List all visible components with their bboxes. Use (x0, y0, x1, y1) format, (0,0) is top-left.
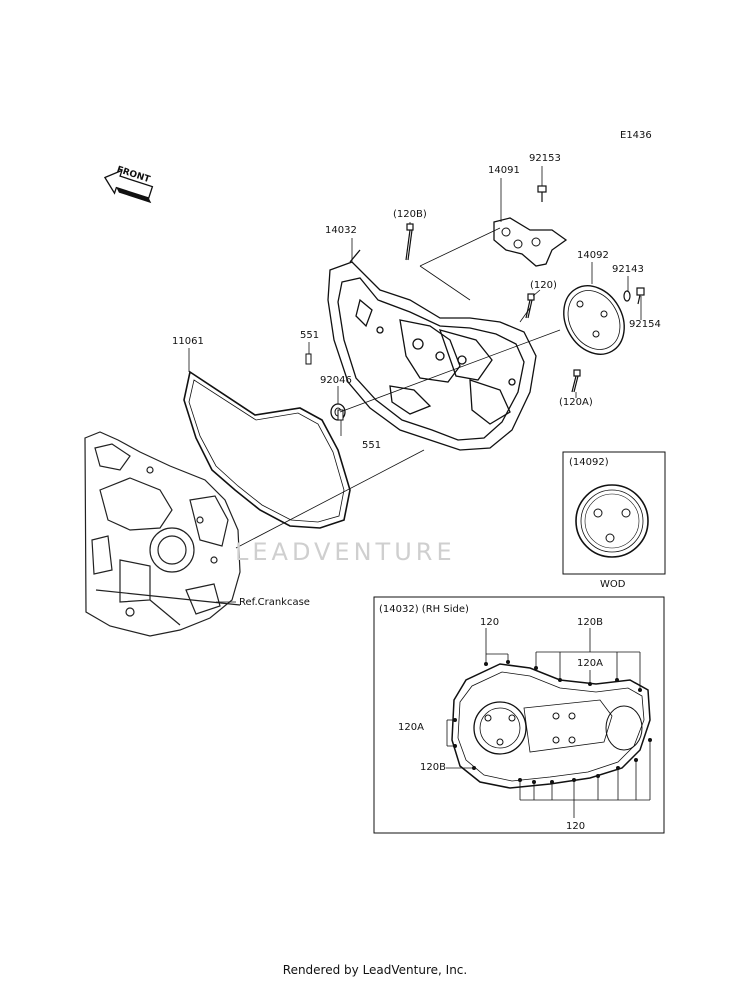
callout-92046: 92046 (320, 375, 352, 386)
callout-14032: 14032 (325, 225, 357, 236)
bolt-92154 (636, 287, 645, 305)
plate-14091 (493, 217, 568, 267)
bolt-120A (571, 369, 581, 393)
bolt-92153 (537, 185, 547, 202)
ref-crankcase-label: Ref.Crankcase (239, 597, 310, 608)
callout-120: (120) (530, 280, 557, 291)
leader-lines (188, 166, 642, 603)
callout-92143: 92143 (612, 264, 644, 275)
inset-wod-caption: WOD (600, 579, 626, 590)
callout-11061: 11061 (172, 336, 204, 347)
callout-551-bottom: 551 (362, 440, 382, 451)
bolt-120B (405, 223, 414, 261)
inset-rh-120-bottom: 120 (566, 821, 586, 832)
inset-rh-120A-top: 120A (577, 658, 603, 669)
gasket-11061 (183, 370, 351, 529)
washer-92143 (623, 290, 631, 302)
callout-120B: (120B) (393, 209, 427, 220)
callout-551-top: 551 (300, 330, 320, 341)
inset-rh-120B-top: 120B (577, 617, 603, 628)
dowel-551-bottom (337, 409, 344, 421)
callout-14091: 14091 (488, 165, 520, 176)
footer-credit: Rendered by LeadVenture, Inc. (282, 963, 468, 977)
callout-92153: 92153 (529, 153, 561, 164)
cover-14032 (327, 249, 537, 451)
bolt-120 (525, 293, 535, 319)
inset-rh-box (373, 596, 665, 834)
crankcase-outline (84, 431, 241, 637)
callout-120A: (120A) (559, 397, 593, 408)
inset-rh-title: (14032) (RH Side) (379, 604, 469, 615)
callout-92154: 92154 (629, 319, 661, 330)
inset-wod-title: (14092) (569, 457, 609, 468)
inset-rh-120-top: 120 (480, 617, 500, 628)
inset-rh-120A-left: 120A (398, 722, 424, 733)
inset-rh-120B-left: 120B (420, 762, 446, 773)
callout-14092: 14092 (577, 250, 609, 261)
watermark: LEADVENTURE (235, 538, 456, 566)
inset-wod-box (562, 451, 666, 575)
dowel-551-top (305, 353, 312, 365)
cover-14092 (563, 285, 625, 355)
diagram-code: E1436 (620, 130, 652, 141)
inset-rh-leaders (446, 628, 651, 818)
front-arrow-icon (103, 169, 154, 204)
inset-rh-bolt-dots (453, 660, 652, 784)
